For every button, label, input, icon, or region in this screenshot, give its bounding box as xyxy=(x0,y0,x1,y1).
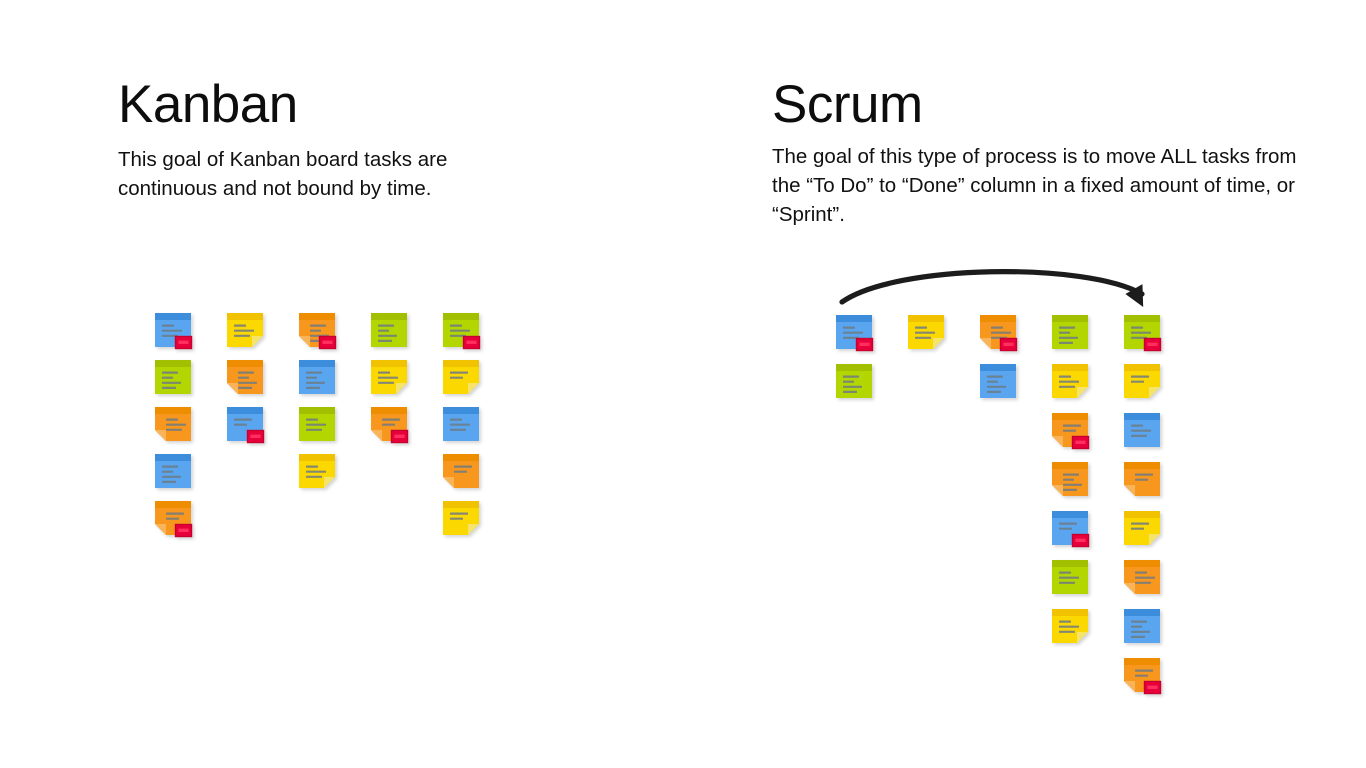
sticky-note[interactable] xyxy=(299,313,337,350)
sticky-note[interactable] xyxy=(1052,364,1088,398)
description-kanban: This goal of Kanban board tasks are cont… xyxy=(118,148,448,201)
sticky-note[interactable] xyxy=(1124,413,1160,447)
sticky-note[interactable] xyxy=(1052,609,1088,643)
sticky-note[interactable] xyxy=(227,407,265,444)
priority-badge-icon xyxy=(246,429,265,444)
page-title-scrum: Scrum xyxy=(772,75,923,134)
priority-badge-icon xyxy=(1143,337,1162,352)
sticky-note[interactable] xyxy=(1052,413,1090,450)
sticky-note[interactable] xyxy=(443,501,479,535)
sticky-note[interactable] xyxy=(155,501,193,538)
sticky-note[interactable] xyxy=(1052,560,1088,594)
sticky-note[interactable] xyxy=(1124,658,1162,695)
sticky-note[interactable] xyxy=(155,313,193,350)
sticky-note[interactable] xyxy=(1052,511,1090,548)
sticky-note[interactable] xyxy=(836,364,872,398)
sticky-note[interactable] xyxy=(155,454,191,488)
sticky-note[interactable] xyxy=(1124,560,1160,594)
priority-badge-icon xyxy=(1143,680,1162,695)
priority-badge-icon xyxy=(999,337,1018,352)
sticky-note[interactable] xyxy=(371,407,409,444)
sticky-note[interactable] xyxy=(1124,315,1162,352)
sticky-note[interactable] xyxy=(371,313,407,347)
sticky-note[interactable] xyxy=(1052,315,1088,349)
sticky-note[interactable] xyxy=(908,315,944,349)
priority-badge-icon xyxy=(855,337,874,352)
priority-badge-icon xyxy=(1071,533,1090,548)
priority-badge-icon xyxy=(174,335,193,350)
sticky-note[interactable] xyxy=(1124,364,1160,398)
priority-badge-icon xyxy=(462,335,481,350)
priority-badge-icon xyxy=(390,429,409,444)
sticky-note[interactable] xyxy=(1124,609,1160,643)
description-scrum: The goal of this type of process is to m… xyxy=(772,145,1297,227)
sticky-note[interactable] xyxy=(980,315,1018,352)
sticky-note[interactable] xyxy=(836,315,874,352)
priority-badge-icon xyxy=(1071,435,1090,450)
sticky-note[interactable] xyxy=(371,360,407,394)
sticky-note[interactable] xyxy=(299,360,335,394)
priority-badge-icon xyxy=(318,335,337,350)
sticky-note[interactable] xyxy=(299,454,335,488)
sticky-note[interactable] xyxy=(1124,462,1160,496)
sticky-note[interactable] xyxy=(443,313,481,350)
sticky-note[interactable] xyxy=(980,364,1016,398)
curved-arrow-icon xyxy=(836,258,1166,310)
sticky-note[interactable] xyxy=(227,313,263,347)
sticky-note[interactable] xyxy=(299,407,335,441)
sticky-note[interactable] xyxy=(443,407,479,441)
sticky-note[interactable] xyxy=(1052,462,1088,496)
sticky-note[interactable] xyxy=(155,360,191,394)
sticky-note[interactable] xyxy=(155,407,191,441)
priority-badge-icon xyxy=(174,523,193,538)
sticky-note[interactable] xyxy=(443,454,479,488)
page-title-kanban: Kanban xyxy=(118,75,298,134)
sticky-note[interactable] xyxy=(443,360,479,394)
sticky-note[interactable] xyxy=(227,360,263,394)
sticky-note[interactable] xyxy=(1124,511,1160,545)
